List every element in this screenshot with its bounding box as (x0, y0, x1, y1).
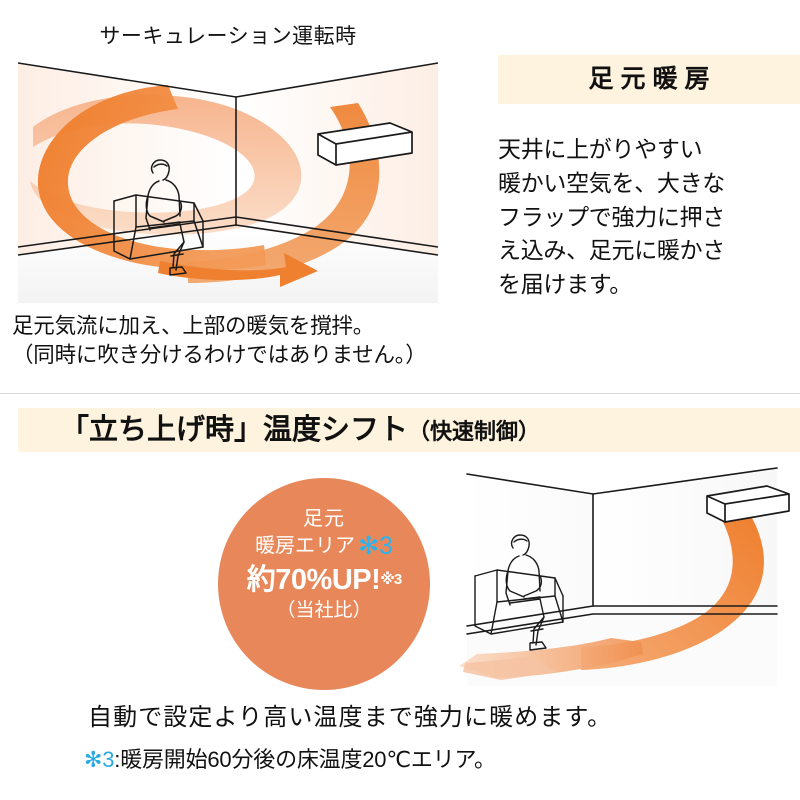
bubble-footnote-mark-white: ※3 (380, 571, 402, 589)
footwarm-illustration-svg (405, 456, 800, 686)
floor-flow-arrow (158, 253, 318, 287)
bubble-line3: 約70%UP!※3 (218, 563, 430, 597)
section1-caption-line1: 足元気流に加え、上部の暖気を撹拌。 (12, 314, 375, 338)
bubble-percent-value: 約70%UP! (246, 564, 381, 597)
section2-caption: 自動で設定より高い温度まで強力に暖めます。 (88, 704, 613, 731)
footwarm-illustration (405, 456, 800, 686)
section1-body-line2: 暖かい空気を、大きな (498, 169, 726, 196)
section-divider (0, 393, 800, 394)
footwarm-area-bubble: 足元 暖房エリア✻3 約70%UP!※3 （当社比） (218, 478, 430, 690)
floor-spread-arrow-tip (463, 656, 555, 680)
footwarm-badge-label: 足元暖房 (588, 65, 717, 93)
section2-footnote: ✻3:暖房開始60分後の床温度20℃エリア。 (84, 742, 784, 774)
section1-body-line5: を届けます。 (498, 271, 632, 298)
air-conditioner-unit (706, 485, 790, 523)
person-on-sofa (113, 159, 204, 276)
bubble-line2: 暖房エリア✻3 (218, 532, 430, 562)
airflow-return-band (30, 94, 302, 235)
temperature-shift-heading: 「立ち上げ時」温度シフト（快速制御） (60, 408, 540, 454)
section1-body-text: 天井に上がりやすい 暖かい空気を、大きな フラップで強力に押さ え込み、足元に暖… (498, 133, 798, 302)
circulation-illustration (18, 55, 438, 303)
temperature-shift-badge: 「立ち上げ時」温度シフト（快速制御） (18, 408, 800, 452)
bubble-line1: 足元 (303, 508, 345, 530)
airflow-descending-jet (188, 103, 380, 283)
temperature-shift-heading-main: 「立ち上げ時」温度シフト (60, 414, 409, 446)
air-conditioner-unit (317, 122, 413, 166)
section1-body-line3: フラップで強力に押さ (498, 203, 726, 230)
airflow-curved-jet (581, 516, 764, 670)
footnote-mark-icon: ✻3 (84, 747, 115, 772)
footnote-text: :暖房開始60分後の床温度20℃エリア。 (114, 747, 496, 772)
section-temperature-shift: 「立ち上げ時」温度シフト（快速制御） (0, 394, 800, 800)
section1-title: サーキュレーション運転時 (99, 25, 357, 48)
section-circulation: サーキュレーション運転時 (0, 0, 800, 393)
circulation-illustration-svg (18, 55, 438, 303)
temperature-shift-heading-sub: （快速制御） (408, 419, 541, 444)
person-on-sofa (474, 534, 564, 651)
section1-caption: 足元気流に加え、上部の暖気を撹拌。 （同時に吹き分けるわけではありません。） (12, 312, 442, 370)
section1-caption-line2: （同時に吹き分けるわけではありません。） (12, 343, 427, 368)
bubble-footnote-mark-cyan: ✻3 (358, 531, 393, 560)
bubble-text: 足元 暖房エリア✻3 約70%UP!※3 （当社比） (218, 508, 430, 623)
section1-body-line4: え込み、足元に暖かさ (498, 237, 726, 264)
airflow-main-band (37, 85, 266, 270)
section1-body-line1: 天井に上がりやすい (498, 136, 703, 162)
bubble-line4: （当社比） (276, 600, 372, 622)
bubble-circle (218, 478, 430, 690)
footwarm-badge: 足元暖房 (498, 55, 800, 104)
bubble-line2-label: 暖房エリア (255, 534, 356, 557)
